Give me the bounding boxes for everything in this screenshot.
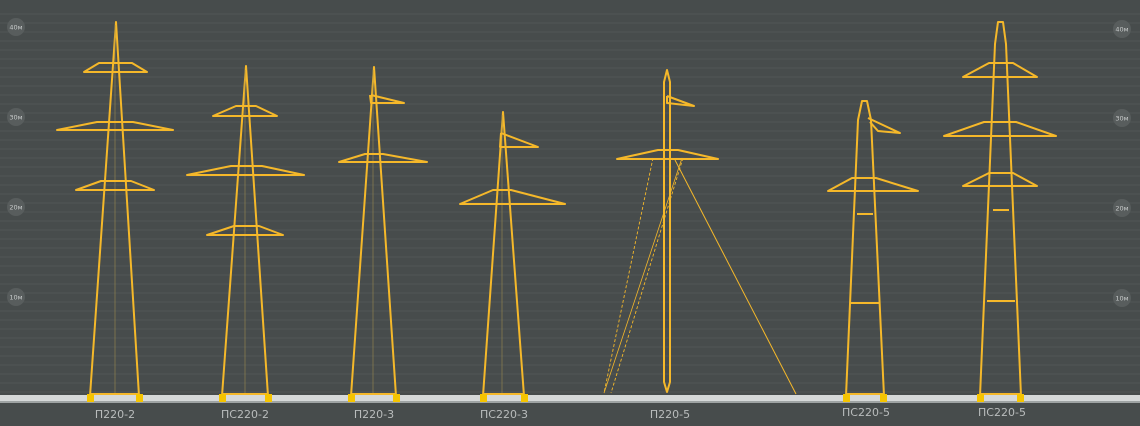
tower-label-p220-3: П220-3	[354, 408, 394, 421]
crossarm-bottom	[459, 189, 566, 205]
foundation-foot	[880, 394, 887, 402]
tower-legs	[221, 65, 269, 397]
crossarm-top	[83, 62, 148, 73]
scale-bubble	[7, 18, 25, 36]
tower-label-ps220-5-b: ПС220-5	[978, 406, 1026, 419]
foundation-foot	[521, 394, 528, 402]
scale-right: 40м 30м 20м 10м	[1113, 20, 1131, 307]
scale-bubble	[1113, 289, 1131, 307]
scale-bubble	[1113, 109, 1131, 127]
scale-bubble	[7, 288, 25, 306]
crossarm-top	[369, 94, 405, 104]
mast	[663, 69, 671, 393]
foundation-foot	[136, 394, 143, 402]
tower-label-p220-5: П220-5	[650, 408, 690, 421]
scale-label-left-20: 20м	[9, 204, 22, 212]
tower-legs	[350, 66, 397, 397]
scale-bubble	[1113, 199, 1131, 217]
foundation-foot	[219, 394, 226, 402]
ground-line	[0, 395, 1140, 401]
tower-label-p220-2: П220-2	[95, 408, 135, 421]
scale-label-left-30: 30м	[9, 114, 22, 122]
crossarm-bottom	[616, 149, 719, 160]
crossarm-middle	[186, 165, 305, 176]
guy-wire	[603, 157, 654, 394]
tower-legs	[89, 21, 140, 397]
tower-label-ps220-3: ПС220-3	[480, 408, 528, 421]
tower-legs	[482, 111, 525, 397]
grid-lines	[0, 13, 1140, 393]
crossarm-bottom	[75, 180, 155, 191]
tower-ps220-3	[459, 111, 566, 397]
foundations	[87, 394, 1024, 402]
scale-left: 40м 30м 20м 10м	[7, 18, 25, 306]
tower-label-ps220-5-a: ПС220-5	[842, 406, 890, 419]
scale-bubble	[7, 198, 25, 216]
crossarm-top	[212, 105, 278, 117]
crossarm-bottom	[338, 153, 428, 163]
crossarm-middle	[943, 121, 1057, 137]
tower-p220-3	[338, 66, 428, 397]
crossarm-top	[666, 95, 695, 107]
tower-label-ps220-2: ПС220-2	[221, 408, 269, 421]
foundation-foot	[393, 394, 400, 402]
foundation-foot	[1017, 394, 1024, 402]
foundation-foot	[87, 394, 94, 402]
scale-label-right-40: 40м	[1115, 26, 1128, 34]
crossarm-top	[499, 132, 539, 148]
scale-label-right-20: 20м	[1115, 205, 1128, 213]
foundation-foot	[977, 394, 984, 402]
tower-p220-2	[56, 21, 174, 397]
crossarm-top	[962, 62, 1038, 78]
scale-label-left-40: 40м	[9, 24, 22, 32]
scale-bubble	[1113, 20, 1131, 38]
guy-wire	[603, 157, 683, 394]
ground-shadow	[0, 401, 1140, 403]
scale-label-left-10: 10м	[9, 294, 22, 302]
scale-bubble	[7, 108, 25, 126]
tower-ps220-2	[186, 65, 305, 397]
crossarm-bottom	[962, 172, 1038, 187]
crossarm-top	[867, 117, 901, 134]
scale-label-right-10: 10м	[1115, 295, 1128, 303]
guy-wire	[674, 159, 797, 395]
foundation-foot	[843, 394, 850, 402]
foundation-foot	[480, 394, 487, 402]
foundation-foot	[265, 394, 272, 402]
tower-p220-5	[603, 69, 797, 395]
guy-wire	[610, 157, 684, 394]
crossarm-bottom	[206, 225, 284, 236]
scale-label-right-30: 30м	[1115, 115, 1128, 123]
crossarm-middle	[56, 121, 174, 131]
foundation-foot	[348, 394, 355, 402]
crossarm-bottom	[827, 177, 919, 192]
